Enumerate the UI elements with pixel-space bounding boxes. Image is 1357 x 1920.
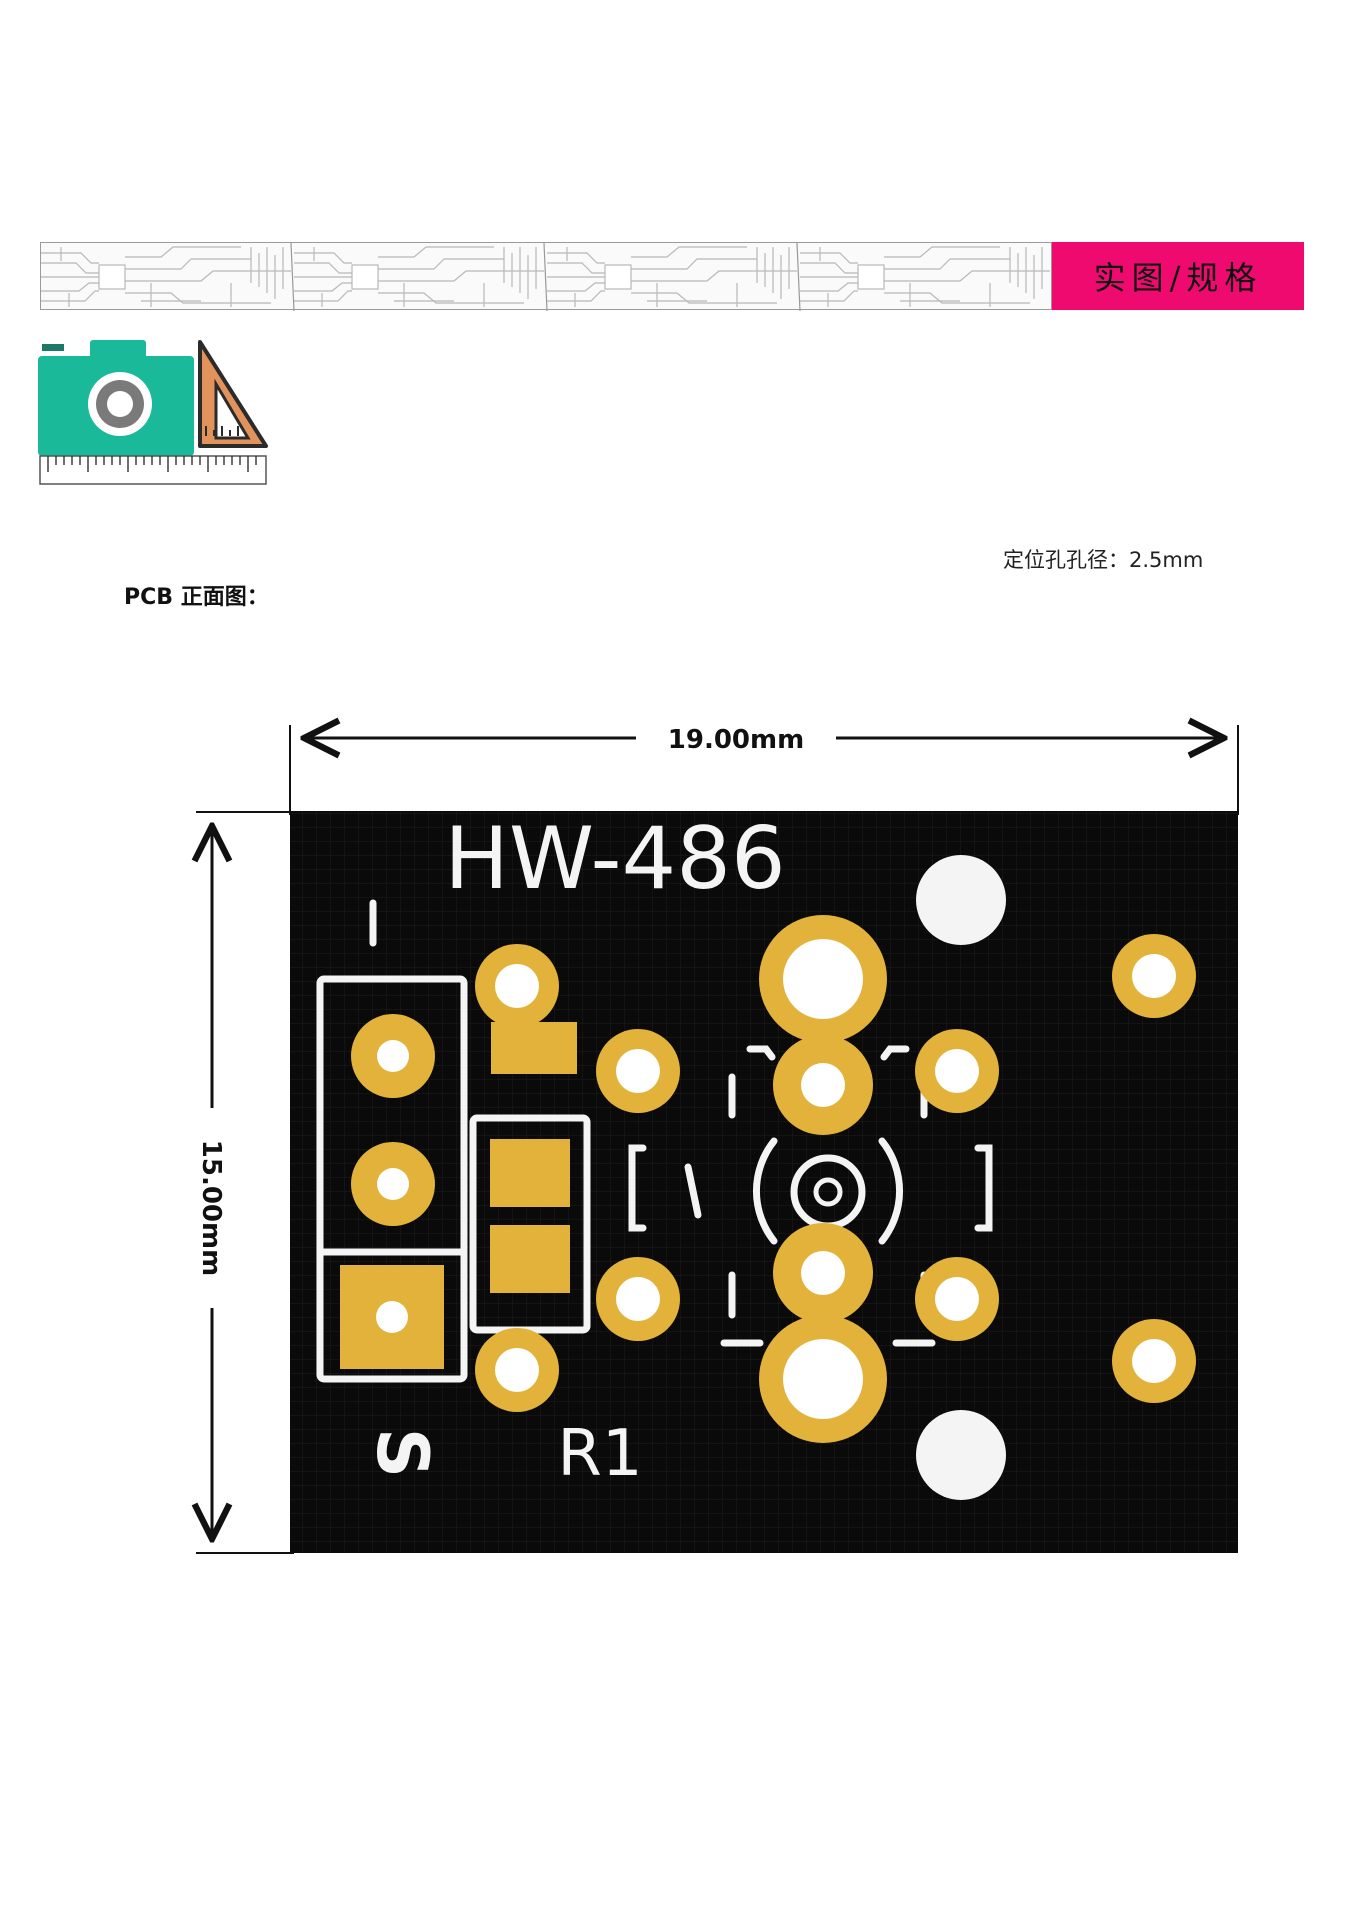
camera-ruler-icon [38, 334, 270, 486]
circuit-pattern-icon [40, 242, 1052, 312]
pcb-drawing: 19.00mm 15.00mm [190, 715, 1270, 1575]
width-label: 19.00mm [668, 725, 804, 755]
mount-hole [916, 1410, 1006, 1500]
section-tag: 实图/规格 [1052, 242, 1304, 310]
resistor-label: R1 [557, 1417, 642, 1491]
width-dimension: 19.00mm [289, 725, 1239, 815]
height-label: 15.00mm [196, 1140, 226, 1276]
signal-pin-label: S [361, 1428, 443, 1478]
pcb-front-label: PCB 正面图： [124, 585, 269, 610]
mount-hole [916, 855, 1006, 945]
model-label: HW-486 [444, 809, 785, 909]
height-dimension: 15.00mm [196, 811, 294, 1554]
mount-hole-note: 定位孔孔径：2.5mm [1003, 548, 1204, 572]
section-banner: 实图/规格 [40, 242, 1304, 312]
pcb-board [290, 811, 1238, 1553]
silkscreen [316, 899, 993, 1383]
pads [340, 915, 1196, 1443]
